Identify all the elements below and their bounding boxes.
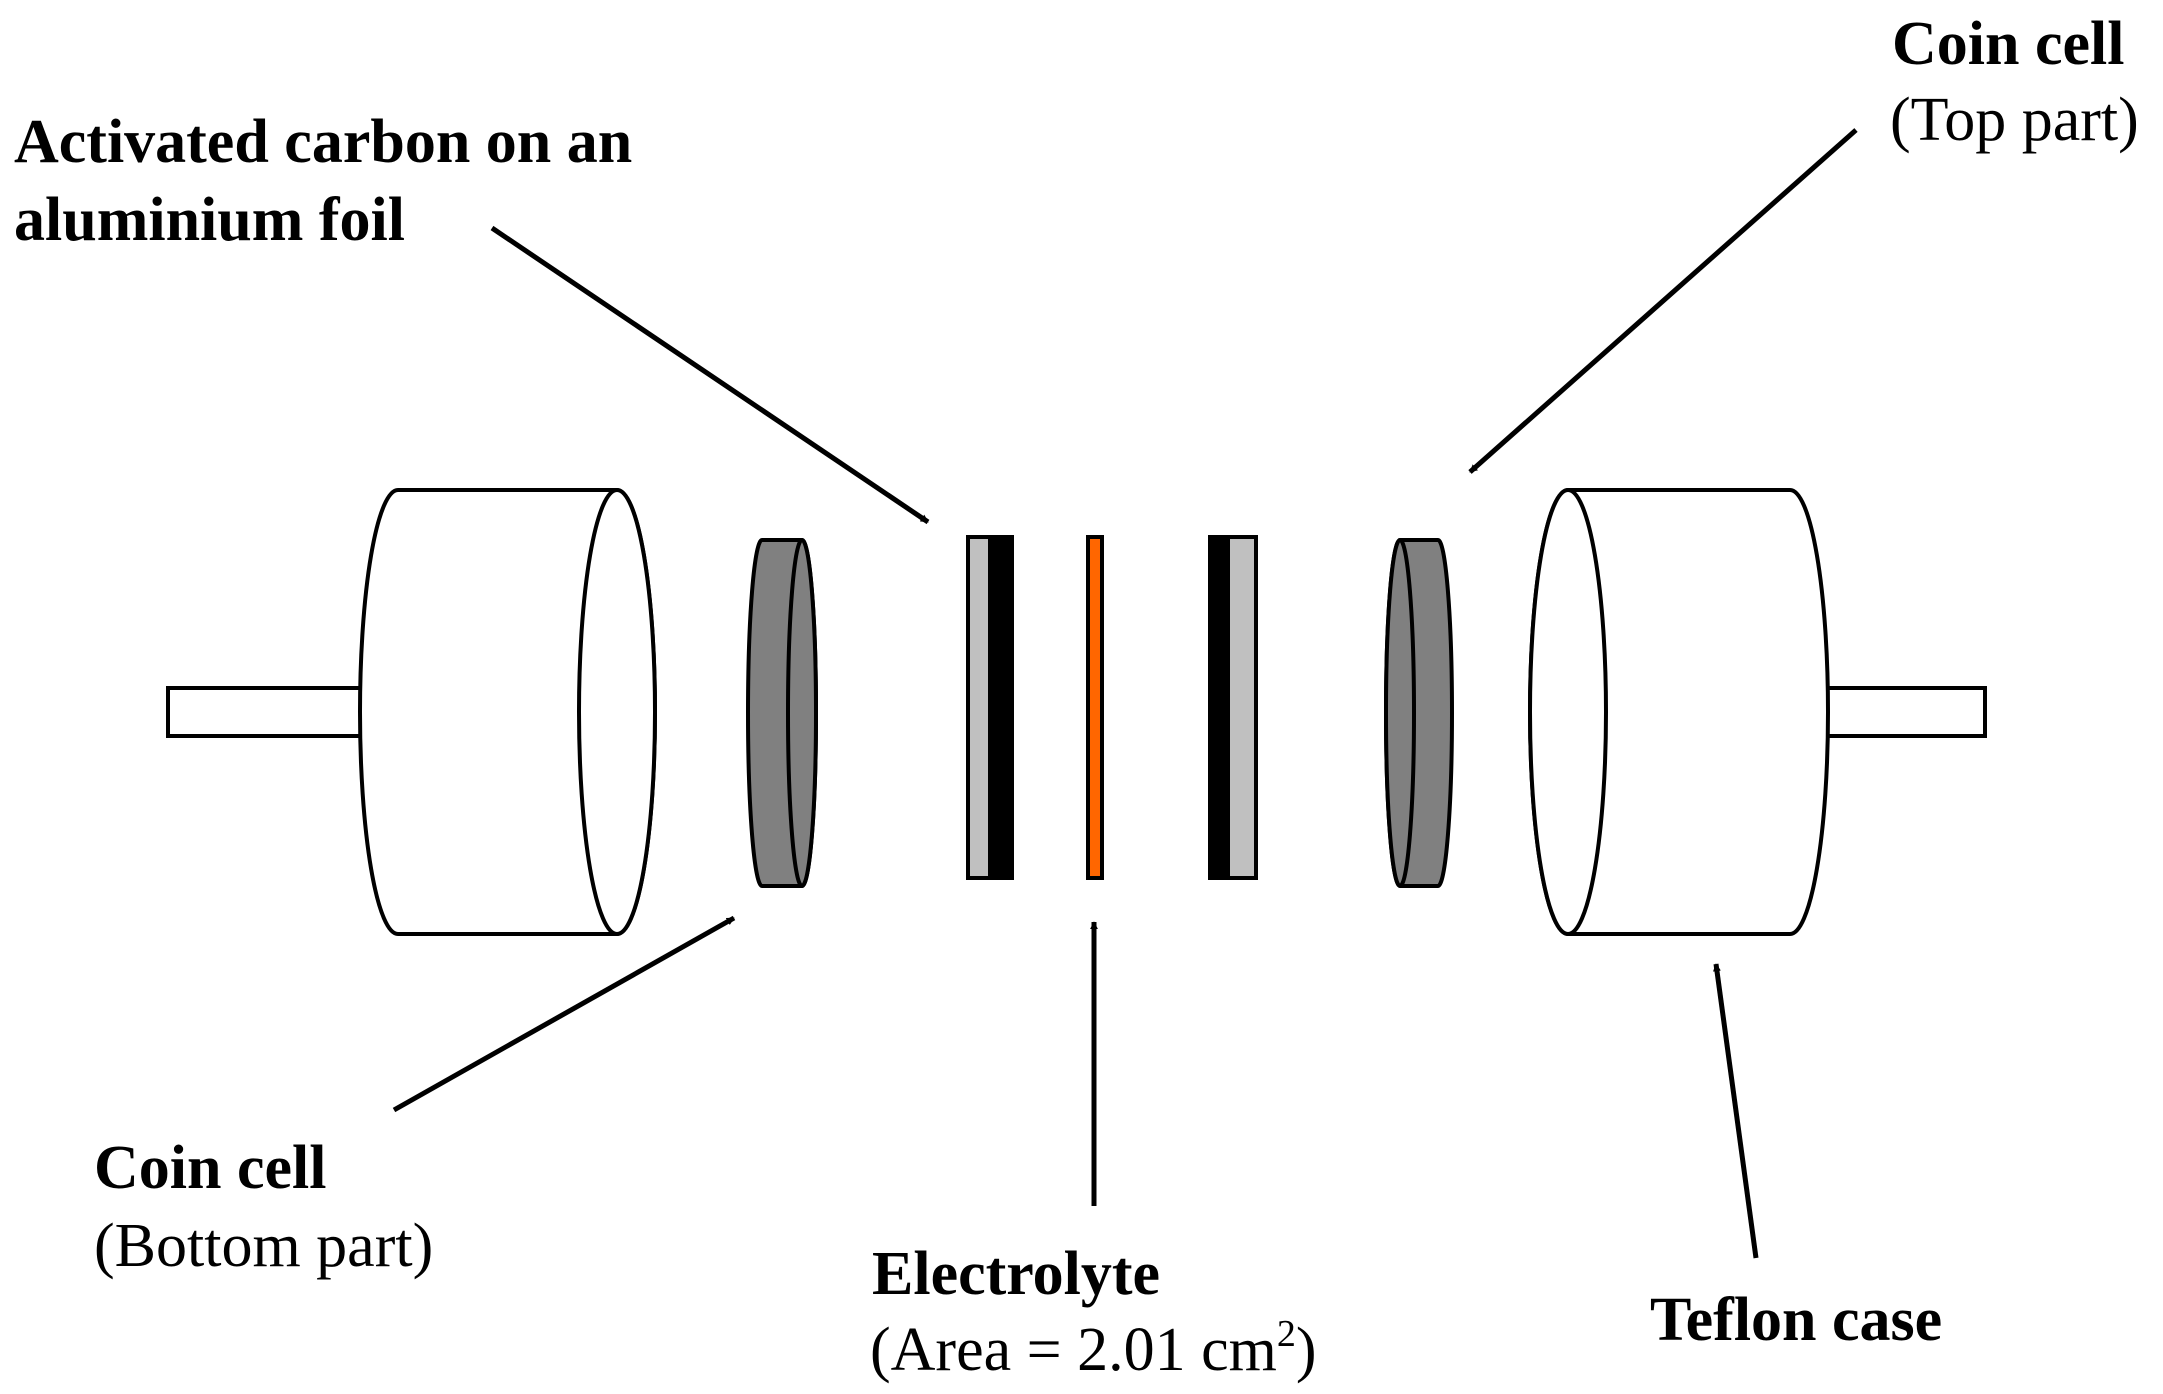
- label-coin-cell-top-title: Coin cell: [1892, 10, 2124, 78]
- label-electrolyte-sub-exponent: 2: [1277, 1313, 1296, 1355]
- coin-cell-bottom: [746, 538, 818, 888]
- arrow-activated-carbon: [490, 225, 930, 525]
- label-activated-carbon-line2: aluminium foil: [14, 186, 405, 254]
- electrode-left: [966, 535, 1014, 880]
- label-activated-carbon-line1: Activated carbon on an: [14, 108, 632, 176]
- teflon-case-left-rod: [166, 686, 370, 738]
- electrolyte-separator: [1086, 535, 1104, 880]
- teflon-case-left: [166, 488, 657, 936]
- teflon-case-left-face: [577, 488, 657, 936]
- label-electrolyte-sub-suffix: ): [1296, 1316, 1317, 1384]
- coin-cell-top: [1384, 538, 1454, 888]
- label-coin-cell-bottom-title: Coin cell: [94, 1134, 326, 1202]
- label-coin-cell-bottom-sub: (Bottom part): [94, 1212, 433, 1280]
- arrow-coin-cell-bottom: [392, 915, 736, 1113]
- label-teflon-case: Teflon case: [1650, 1286, 1942, 1354]
- electrode-right: [1208, 535, 1258, 880]
- arrow-coin-cell-top: [1468, 128, 1858, 474]
- label-electrolyte-sub: (Area = 2.01 cm2): [870, 1313, 1316, 1384]
- label-electrolyte-sub-prefix: (Area = 2.01 cm: [870, 1316, 1277, 1384]
- teflon-case-right: [1528, 488, 1987, 936]
- label-electrolyte-title: Electrolyte: [872, 1240, 1160, 1308]
- teflon-case-right-face: [1528, 488, 1608, 936]
- arrow-teflon-case: [1713, 963, 1759, 1259]
- label-coin-cell-top-sub: (Top part): [1890, 86, 2139, 154]
